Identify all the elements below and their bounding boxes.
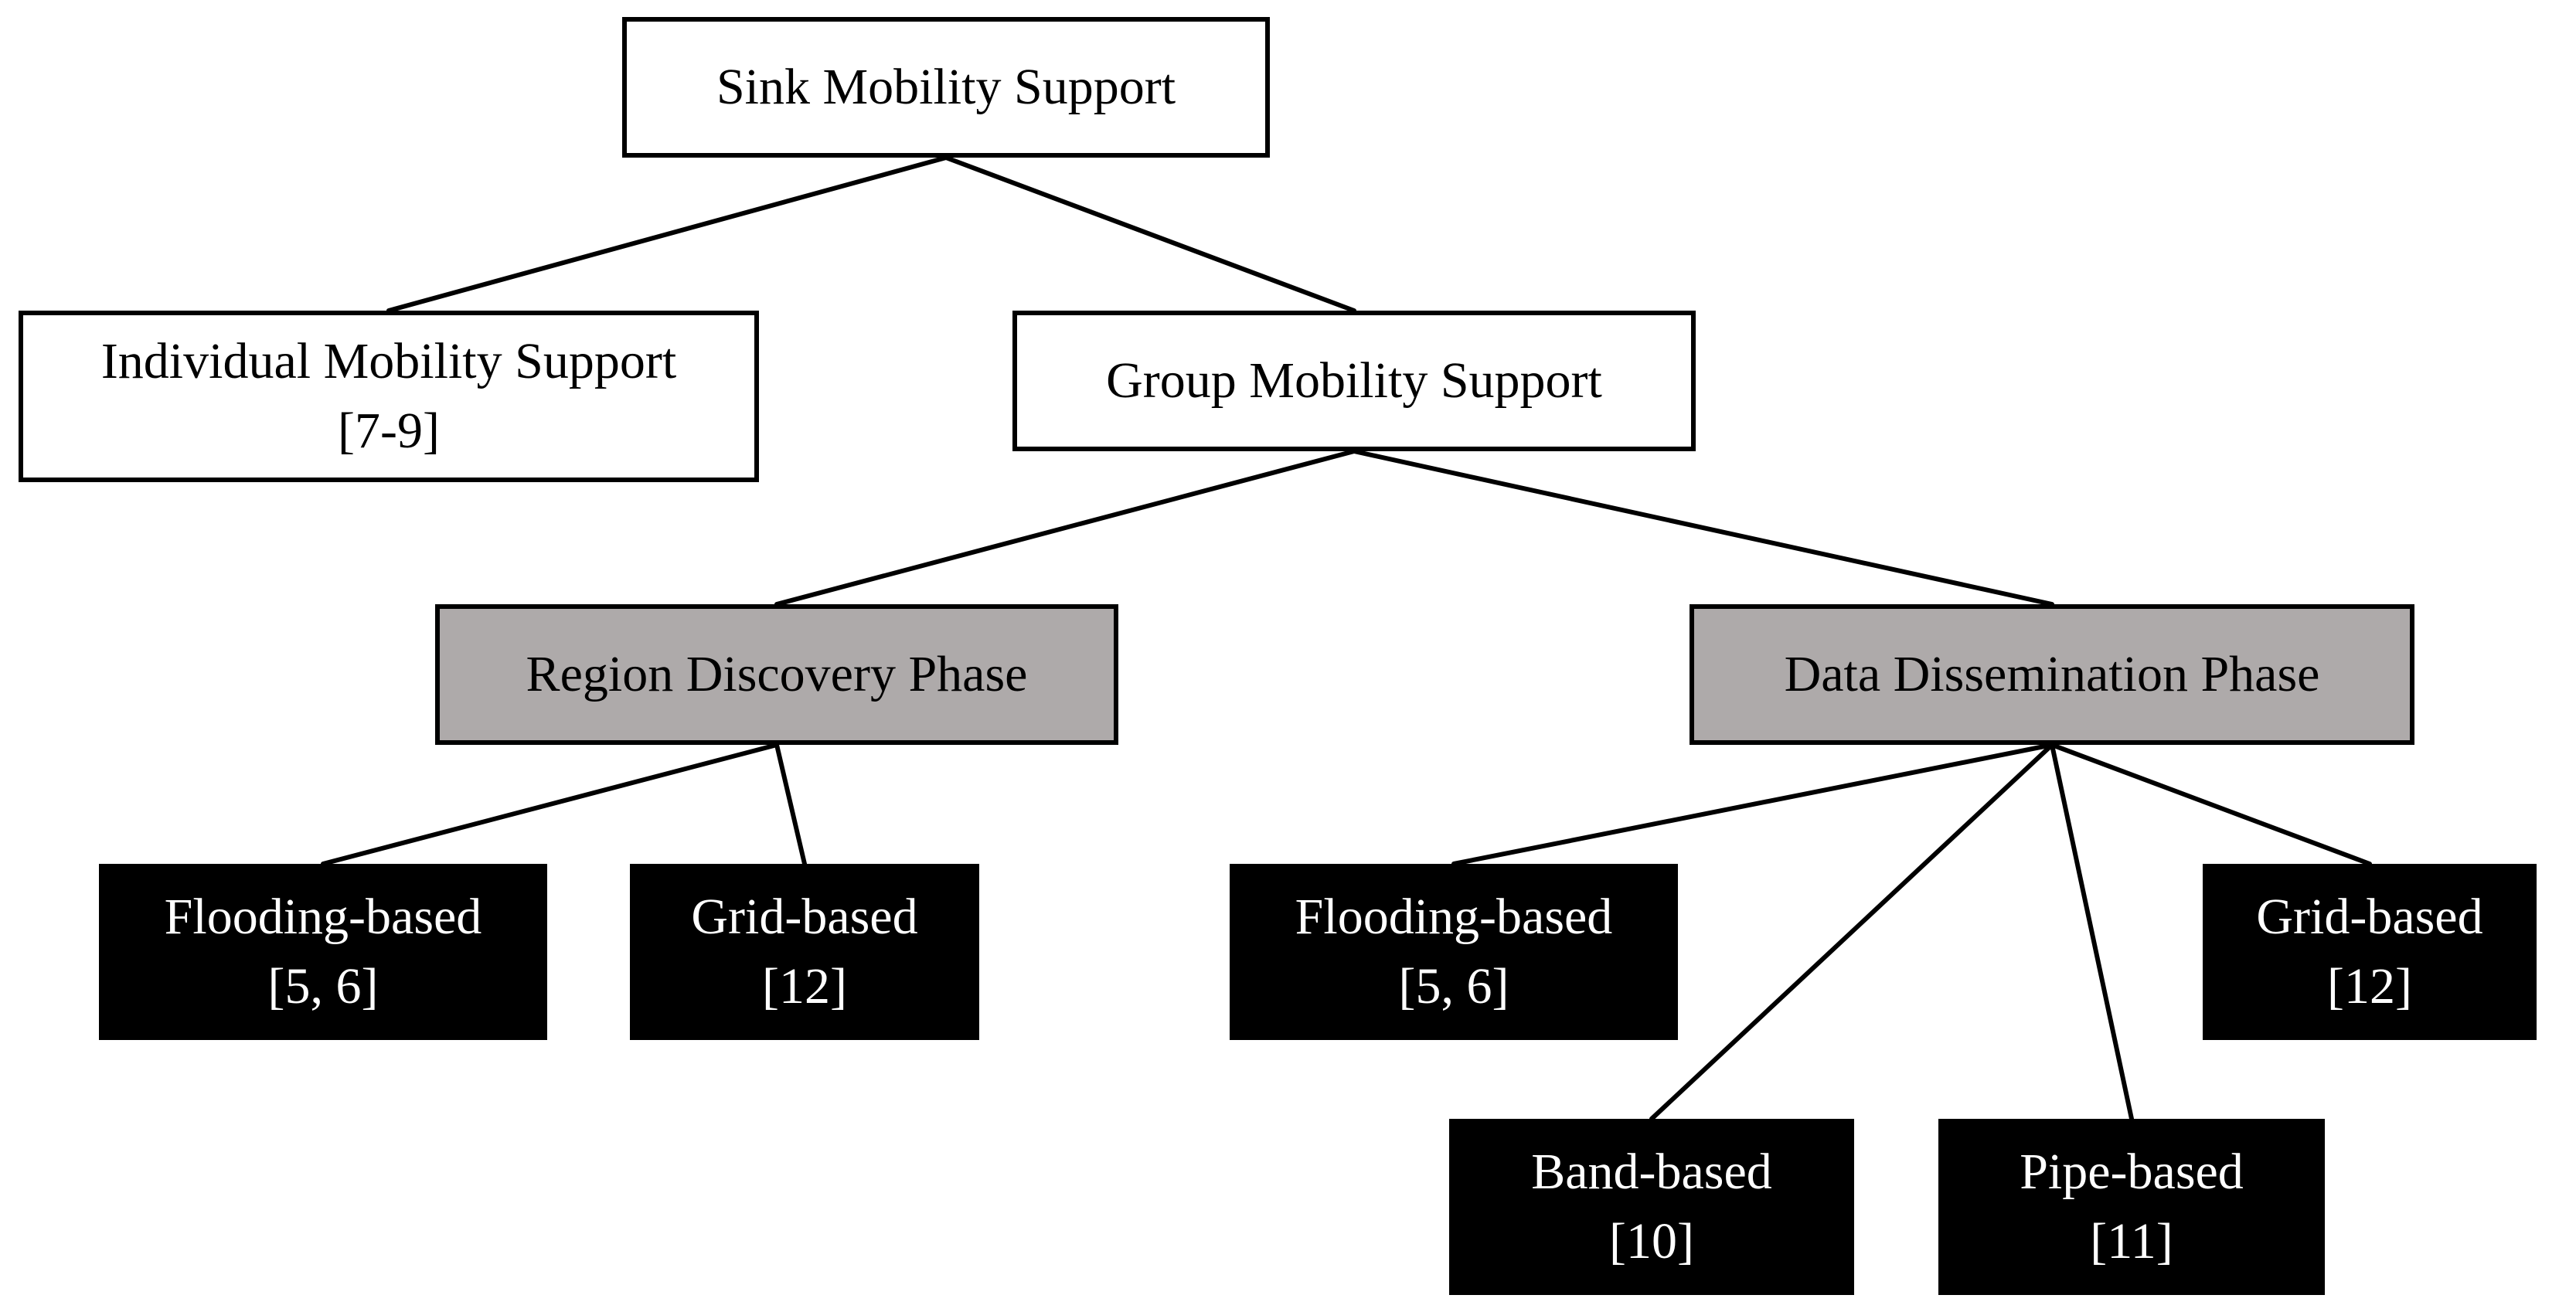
edge-data-band	[1649, 743, 2054, 1121]
node-label: Grid-based	[2256, 889, 2483, 946]
node-reference: [5, 6]	[1398, 958, 1509, 1015]
node-data-dissemination-phase: Data Dissemination Phase	[1690, 604, 2414, 745]
node-label: Data Dissemination Phase	[1784, 646, 2320, 703]
node-pipe-based: Pipe-based [11]	[1938, 1119, 2325, 1295]
edge-data-pipe	[2050, 743, 2134, 1121]
node-label: Grid-based	[691, 889, 918, 946]
node-group-mobility-support: Group Mobility Support	[1012, 311, 1696, 451]
node-region-grid-based: Grid-based [12]	[630, 864, 979, 1040]
node-region-flooding-based: Flooding-based [5, 6]	[99, 864, 547, 1040]
edge-root-individual	[386, 155, 948, 313]
edge-group-data	[1352, 449, 2054, 607]
node-label: Sink Mobility Support	[716, 59, 1176, 116]
node-reference: [7-9]	[338, 403, 440, 459]
node-region-discovery-phase: Region Discovery Phase	[435, 604, 1118, 745]
edge-region-flooding	[321, 743, 779, 866]
node-reference: [11]	[2090, 1213, 2173, 1270]
node-data-flooding-based: Flooding-based [5, 6]	[1230, 864, 1678, 1040]
node-band-based: Band-based [10]	[1449, 1119, 1854, 1295]
node-individual-mobility-support: Individual Mobility Support [7-9]	[19, 311, 759, 482]
node-label: Flooding-based	[164, 889, 482, 946]
node-label: Region Discovery Phase	[526, 646, 1028, 703]
node-label: Group Mobility Support	[1106, 352, 1602, 410]
edge-data-grid	[2050, 743, 2372, 866]
edge-region-grid	[774, 743, 807, 866]
node-reference: [12]	[762, 958, 847, 1015]
node-sink-mobility-support: Sink Mobility Support	[622, 17, 1270, 158]
node-reference: [12]	[2327, 958, 2412, 1015]
node-label: Band-based	[1531, 1144, 1772, 1201]
node-reference: [10]	[1609, 1213, 1694, 1270]
node-data-grid-based: Grid-based [12]	[2203, 864, 2537, 1040]
edge-data-flooding	[1451, 743, 2054, 866]
node-label: Flooding-based	[1295, 889, 1613, 946]
node-label: Pipe-based	[2020, 1144, 2244, 1201]
edge-group-region	[774, 449, 1356, 607]
edge-root-group	[944, 155, 1356, 313]
node-reference: [5, 6]	[267, 958, 379, 1015]
node-label: Individual Mobility Support	[100, 333, 677, 390]
